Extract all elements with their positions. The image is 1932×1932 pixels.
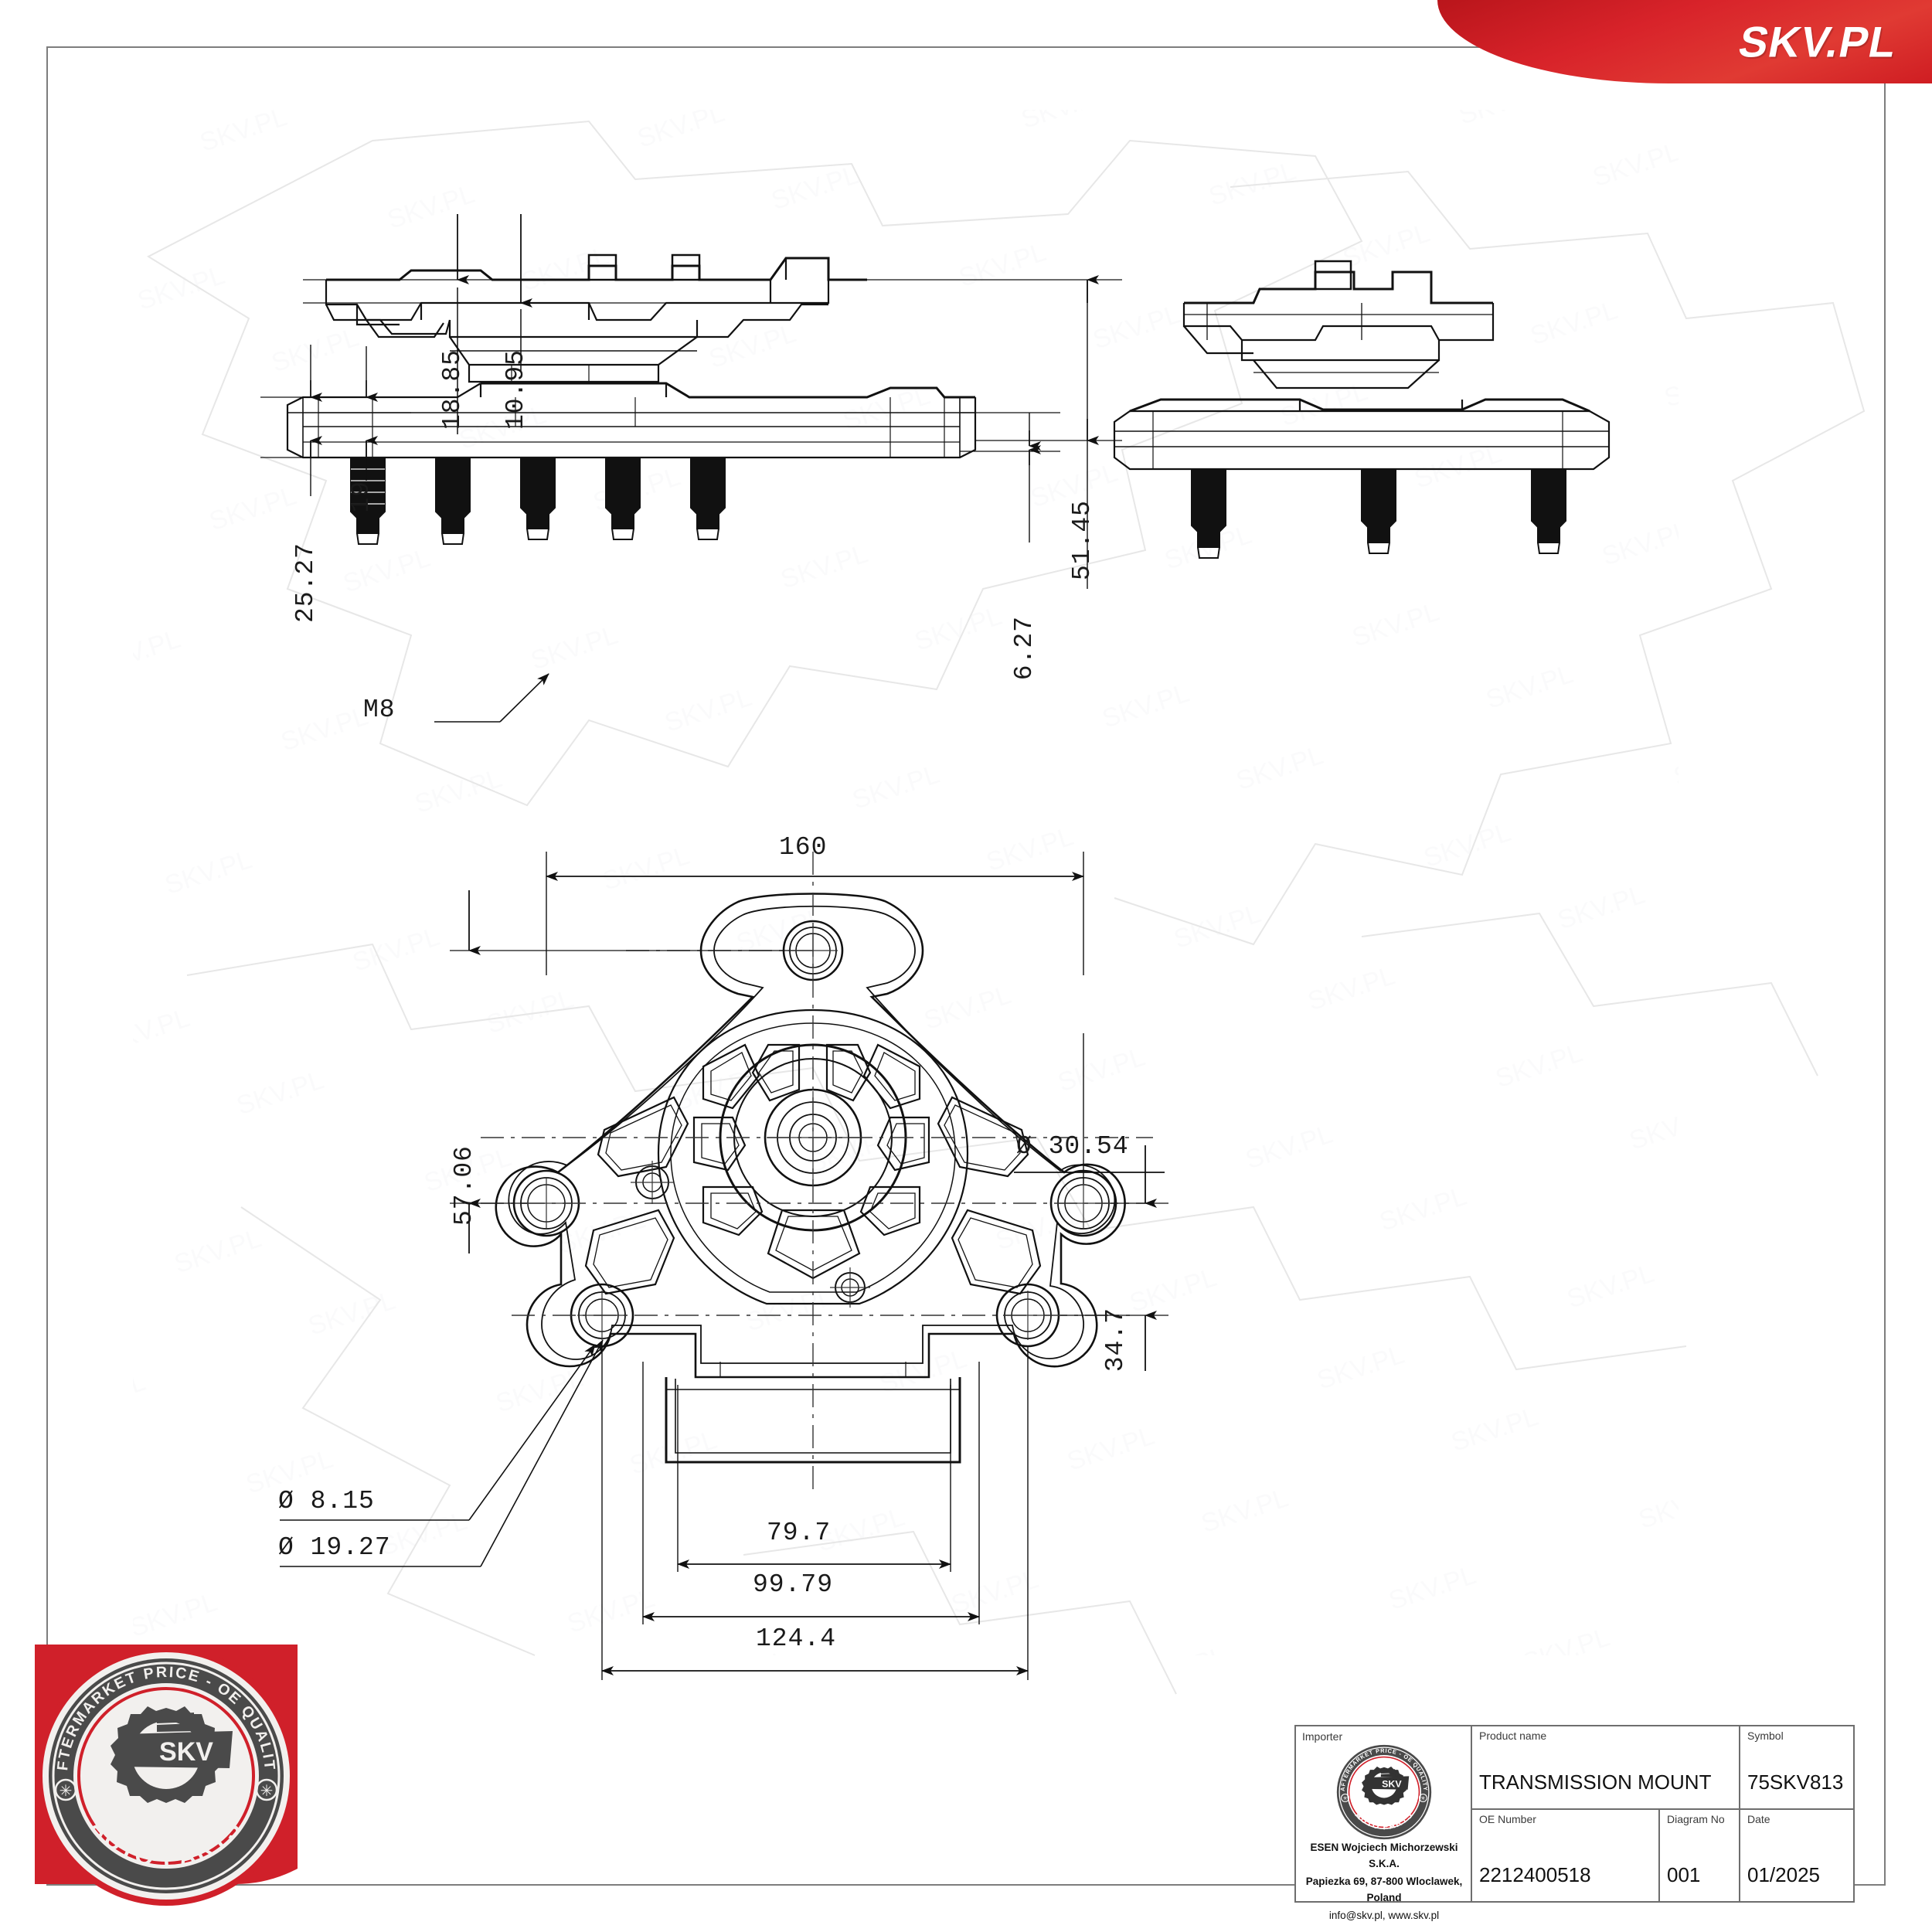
diagram-no-value: 001 xyxy=(1667,1863,1701,1886)
svg-text:✳: ✳ xyxy=(60,1783,73,1800)
dimension-label-M8: M8 xyxy=(363,696,396,724)
date-label: Date xyxy=(1747,1813,1770,1825)
dimension-label-160: 160 xyxy=(779,833,828,862)
bottom-plan-view xyxy=(481,852,1153,1493)
importer-contact: info@skv.pl, www.skv.pl xyxy=(1328,1910,1440,1922)
product-name-label: Product name xyxy=(1479,1730,1547,1742)
side-elevation-view xyxy=(1113,260,1611,559)
dimension-label-19: 19 xyxy=(347,481,376,513)
oe-number-value: 2212400518 xyxy=(1479,1863,1591,1886)
dimension-label-10.95: 10.95 xyxy=(502,349,530,430)
dimension-label-51.45: 51.45 xyxy=(1068,500,1097,581)
svg-text:✳: ✳ xyxy=(260,1783,274,1800)
symbol-value: 75SKV813 xyxy=(1747,1770,1844,1794)
front-elevation-view xyxy=(286,253,977,545)
importer-label: Importer xyxy=(1302,1730,1343,1743)
svg-text:✳: ✳ xyxy=(1342,1795,1347,1802)
dimension-lines xyxy=(260,214,1168,1680)
dimension-label-diameter-8.15: Ø 8.15 xyxy=(278,1487,375,1515)
dimension-label-99.79: 99.79 xyxy=(753,1570,834,1599)
diagram-no-label: Diagram No xyxy=(1667,1813,1725,1825)
importer-logo: AFTERMARKET PRICE - OE QUALITY AUTO PART… xyxy=(1302,1743,1466,1840)
diagram-no-cell: Diagram No 001 xyxy=(1658,1810,1739,1901)
svg-text:SKV: SKV xyxy=(1382,1779,1402,1790)
title-block: Importer AFTERMARKET PRICE - OE QUALITY xyxy=(1294,1725,1855,1921)
date-cell: Date 01/2025 xyxy=(1739,1810,1853,1901)
drawing-sheet: SKV.PL SKV.PL xyxy=(48,48,1884,1884)
date-value: 01/2025 xyxy=(1747,1863,1820,1886)
dimension-label-124.4: 124.4 xyxy=(756,1624,837,1653)
skv-auto-parts-badge: AFTERMARKET PRICE - OE QUALITY AUTO PART… xyxy=(0,1621,367,1907)
dimension-label-57.06: 57.06 xyxy=(450,1145,478,1226)
dimension-label-18.85: 18.85 xyxy=(438,349,467,430)
part-geometry xyxy=(260,214,1611,1680)
dimension-label-79.7: 79.7 xyxy=(767,1519,832,1547)
drawing-frame xyxy=(46,46,1886,1886)
product-name-cell: Product name TRANSMISSION MOUNT xyxy=(1472,1726,1739,1808)
dimension-label-34.7: 34.7 xyxy=(1101,1308,1130,1372)
badge-center-text: SKV xyxy=(159,1737,213,1767)
background-ghost-geometry xyxy=(146,120,1866,1695)
product-name-value: TRANSMISSION MOUNT xyxy=(1479,1770,1712,1794)
dimension-label-6.27: 6.27 xyxy=(1010,616,1039,681)
svg-text:✳: ✳ xyxy=(1420,1795,1425,1802)
oe-number-cell: OE Number 2212400518 xyxy=(1472,1810,1658,1901)
title-block-importer-cell: Importer AFTERMARKET PRICE - OE QUALITY xyxy=(1296,1726,1472,1921)
dimension-label-diameter-30.54: Ø 30.54 xyxy=(1016,1132,1129,1161)
importer-name: ESEN Wojciech Michorzewski S.K.A. xyxy=(1310,1842,1458,1870)
oe-number-label: OE Number xyxy=(1479,1813,1536,1825)
symbol-label: Symbol xyxy=(1747,1730,1784,1742)
symbol-cell: Symbol 75SKV813 xyxy=(1739,1726,1853,1808)
dimension-label-25.27: 25.27 xyxy=(291,543,320,624)
asterisk-icon: ✳ ✳ xyxy=(54,1778,278,1801)
dimension-label-diameter-19.27: Ø 19.27 xyxy=(278,1533,391,1562)
importer-address: Papiezka 69, 87-800 Wloclawek, Poland xyxy=(1305,1876,1463,1904)
skv-header-banner: SKV.PL xyxy=(1437,0,1932,83)
